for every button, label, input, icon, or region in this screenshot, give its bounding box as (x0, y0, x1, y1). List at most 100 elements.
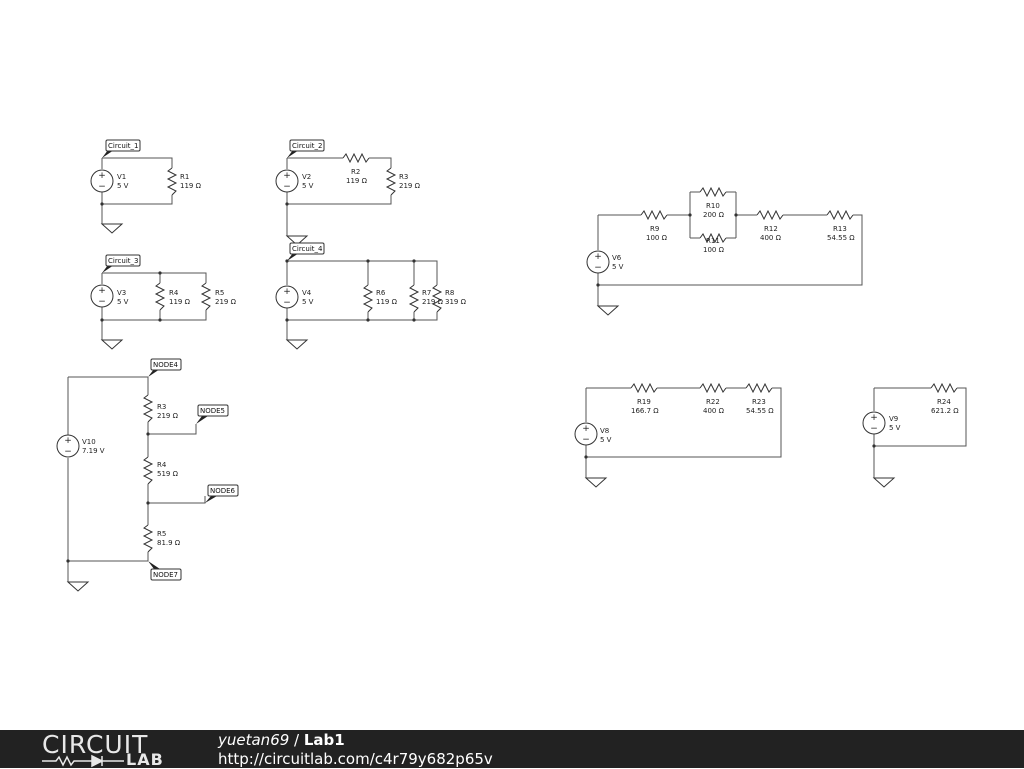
r22-value: 400 Ω (703, 407, 725, 415)
net-label-circuit-2[interactable]: Circuit_2 (287, 139, 325, 158)
v3-name: V3 (117, 289, 126, 297)
resistor-r5[interactable]: R5 219 Ω (200, 282, 237, 311)
voltage-source-v2[interactable]: + − V2 5 V (275, 169, 314, 193)
r10-value: 200 Ω (703, 211, 725, 219)
r6-name: R6 (376, 289, 386, 297)
r24-value: 621.2 Ω (931, 407, 959, 415)
resistor-r4-divider[interactable]: R4 519 Ω (142, 456, 179, 485)
r5-value: 219 Ω (215, 298, 237, 306)
v3-value: 5 V (117, 298, 129, 306)
net-label-circuit-3[interactable]: Circuit_3 (102, 254, 141, 273)
r4-value: 119 Ω (169, 298, 191, 306)
net-label-circuit-1[interactable]: Circuit_1 (102, 139, 141, 158)
r3-divider-name: R3 (157, 403, 166, 411)
net-label-node6[interactable]: NODE6 (205, 484, 239, 503)
svg-text:+: + (98, 171, 106, 181)
voltage-source-v8[interactable]: + − V8 5 V (574, 422, 612, 446)
voltage-source-v4[interactable]: + − V4 5 V (275, 285, 314, 309)
resistor-r7[interactable]: R7 219 Ω (408, 284, 444, 313)
r19-name: R19 (637, 398, 651, 406)
resistor-r8[interactable]: R8 319 Ω (431, 284, 467, 313)
voltage-source-v1[interactable]: + − V1 5 V (90, 169, 129, 193)
voltage-source-v9[interactable]: + − V9 5 V (862, 411, 901, 435)
svg-text:−: − (870, 424, 878, 434)
v10-value: 7.19 V (82, 447, 105, 455)
resistor-r10[interactable]: R10 200 Ω (699, 186, 727, 219)
svg-text:+: + (283, 171, 291, 181)
resistor-r4[interactable]: R4 119 Ω (154, 282, 191, 311)
svg-text:−: − (64, 447, 72, 457)
ground-icon (585, 477, 607, 488)
resistor-r3-divider[interactable]: R3 219 Ω (142, 394, 179, 423)
net-label-node7[interactable]: NODE7 (148, 561, 182, 581)
svg-text:−: − (582, 435, 590, 445)
schematic-svg[interactable]: + − V1 5 V R1 119 Ω Circuit_1 + − V2 (0, 0, 1024, 730)
schematic-canvas[interactable]: + − V1 5 V R1 119 Ω Circuit_1 + − V2 (0, 0, 1024, 730)
logo-waveform-icon (42, 754, 124, 768)
resistor-r12[interactable]: R12 400 Ω (756, 209, 784, 242)
resistor-r5-divider[interactable]: R5 81.9 Ω (142, 524, 181, 553)
v10-name: V10 (82, 438, 96, 446)
resistor-r2[interactable]: R2 119 Ω (342, 152, 370, 185)
r13-value: 54.55 Ω (827, 234, 855, 242)
net-label-circuit-4[interactable]: Circuit_4 (287, 242, 325, 261)
r12-name: R12 (764, 225, 778, 233)
r4-divider-value: 519 Ω (157, 470, 179, 478)
ground-icon (101, 223, 123, 234)
logo-top-text: CIRCUIT (42, 730, 149, 759)
svg-text:−: − (283, 182, 291, 192)
r3-value: 219 Ω (399, 182, 421, 190)
voltage-source-v6[interactable]: + − V6 5 V (586, 250, 624, 274)
node7-label: NODE7 (153, 571, 178, 579)
r9-value: 100 Ω (646, 234, 668, 242)
circuit-8: + − V9 5 V R24 621.2 Ω (862, 382, 967, 488)
node6-label: NODE6 (210, 487, 236, 495)
resistor-r22[interactable]: R22 400 Ω (699, 382, 727, 415)
r8-name: R8 (445, 289, 454, 297)
voltage-source-v10[interactable]: + − V10 7.19 V (56, 434, 105, 458)
svg-text:+: + (98, 286, 106, 296)
svg-text:+: + (283, 287, 291, 297)
r24-name: R24 (937, 398, 951, 406)
resistor-r13[interactable]: R13 54.55 Ω (826, 209, 855, 242)
r5-divider-name: R5 (157, 530, 166, 538)
circuit-1-label: Circuit_1 (108, 142, 139, 150)
r23-name: R23 (752, 398, 766, 406)
r12-value: 400 Ω (760, 234, 782, 242)
r7-value: 219 Ω (422, 298, 444, 306)
resistor-r9[interactable]: R9 100 Ω (640, 209, 668, 242)
resistor-r1[interactable]: R1 119 Ω (166, 167, 202, 196)
net-label-node5[interactable]: NODE5 (196, 404, 229, 424)
resistor-r23[interactable]: R23 54.55 Ω (745, 382, 774, 415)
resistor-r6[interactable]: R6 119 Ω (362, 284, 398, 313)
circuitlab-logo[interactable]: CIRCUIT LAB (42, 732, 177, 768)
r2-name: R2 (351, 168, 360, 176)
resistor-r3[interactable]: R3 219 Ω (385, 167, 421, 196)
r10-name: R10 (706, 202, 720, 210)
r19-value: 166.7 Ω (631, 407, 659, 415)
r11-value: 100 Ω (703, 246, 725, 254)
r13-name: R13 (833, 225, 847, 233)
project-name[interactable]: Lab1 (303, 731, 345, 749)
v1-value: 5 V (117, 182, 129, 190)
svg-text:−: − (98, 182, 106, 192)
project-url[interactable]: http://circuitlab.com/c4r79y682p65v (218, 750, 493, 768)
r7-name: R7 (422, 289, 431, 297)
resistor-r24[interactable]: R24 621.2 Ω (930, 382, 959, 415)
resistor-r11[interactable]: R11 100 Ω (699, 232, 727, 254)
v6-name: V6 (612, 254, 622, 262)
node4-label: NODE4 (153, 361, 179, 369)
voltage-source-v3[interactable]: + − V3 5 V (90, 284, 129, 308)
resistor-r19[interactable]: R19 166.7 Ω (630, 382, 659, 415)
svg-text:−: − (594, 263, 602, 273)
ground-icon (597, 305, 619, 316)
v8-name: V8 (600, 427, 609, 435)
circuit-3: + − V3 5 V R4 119 Ω R5 219 Ω Circuit_3 (90, 254, 237, 350)
net-label-node4[interactable]: NODE4 (148, 358, 182, 377)
ground-icon (67, 581, 89, 592)
username-link[interactable]: yuetan69 (218, 731, 290, 749)
circuit-2-label: Circuit_2 (292, 142, 323, 150)
svg-text:−: − (283, 298, 291, 308)
v6-value: 5 V (612, 263, 624, 271)
project-title-line: yuetan69 / Lab1 (218, 731, 345, 749)
